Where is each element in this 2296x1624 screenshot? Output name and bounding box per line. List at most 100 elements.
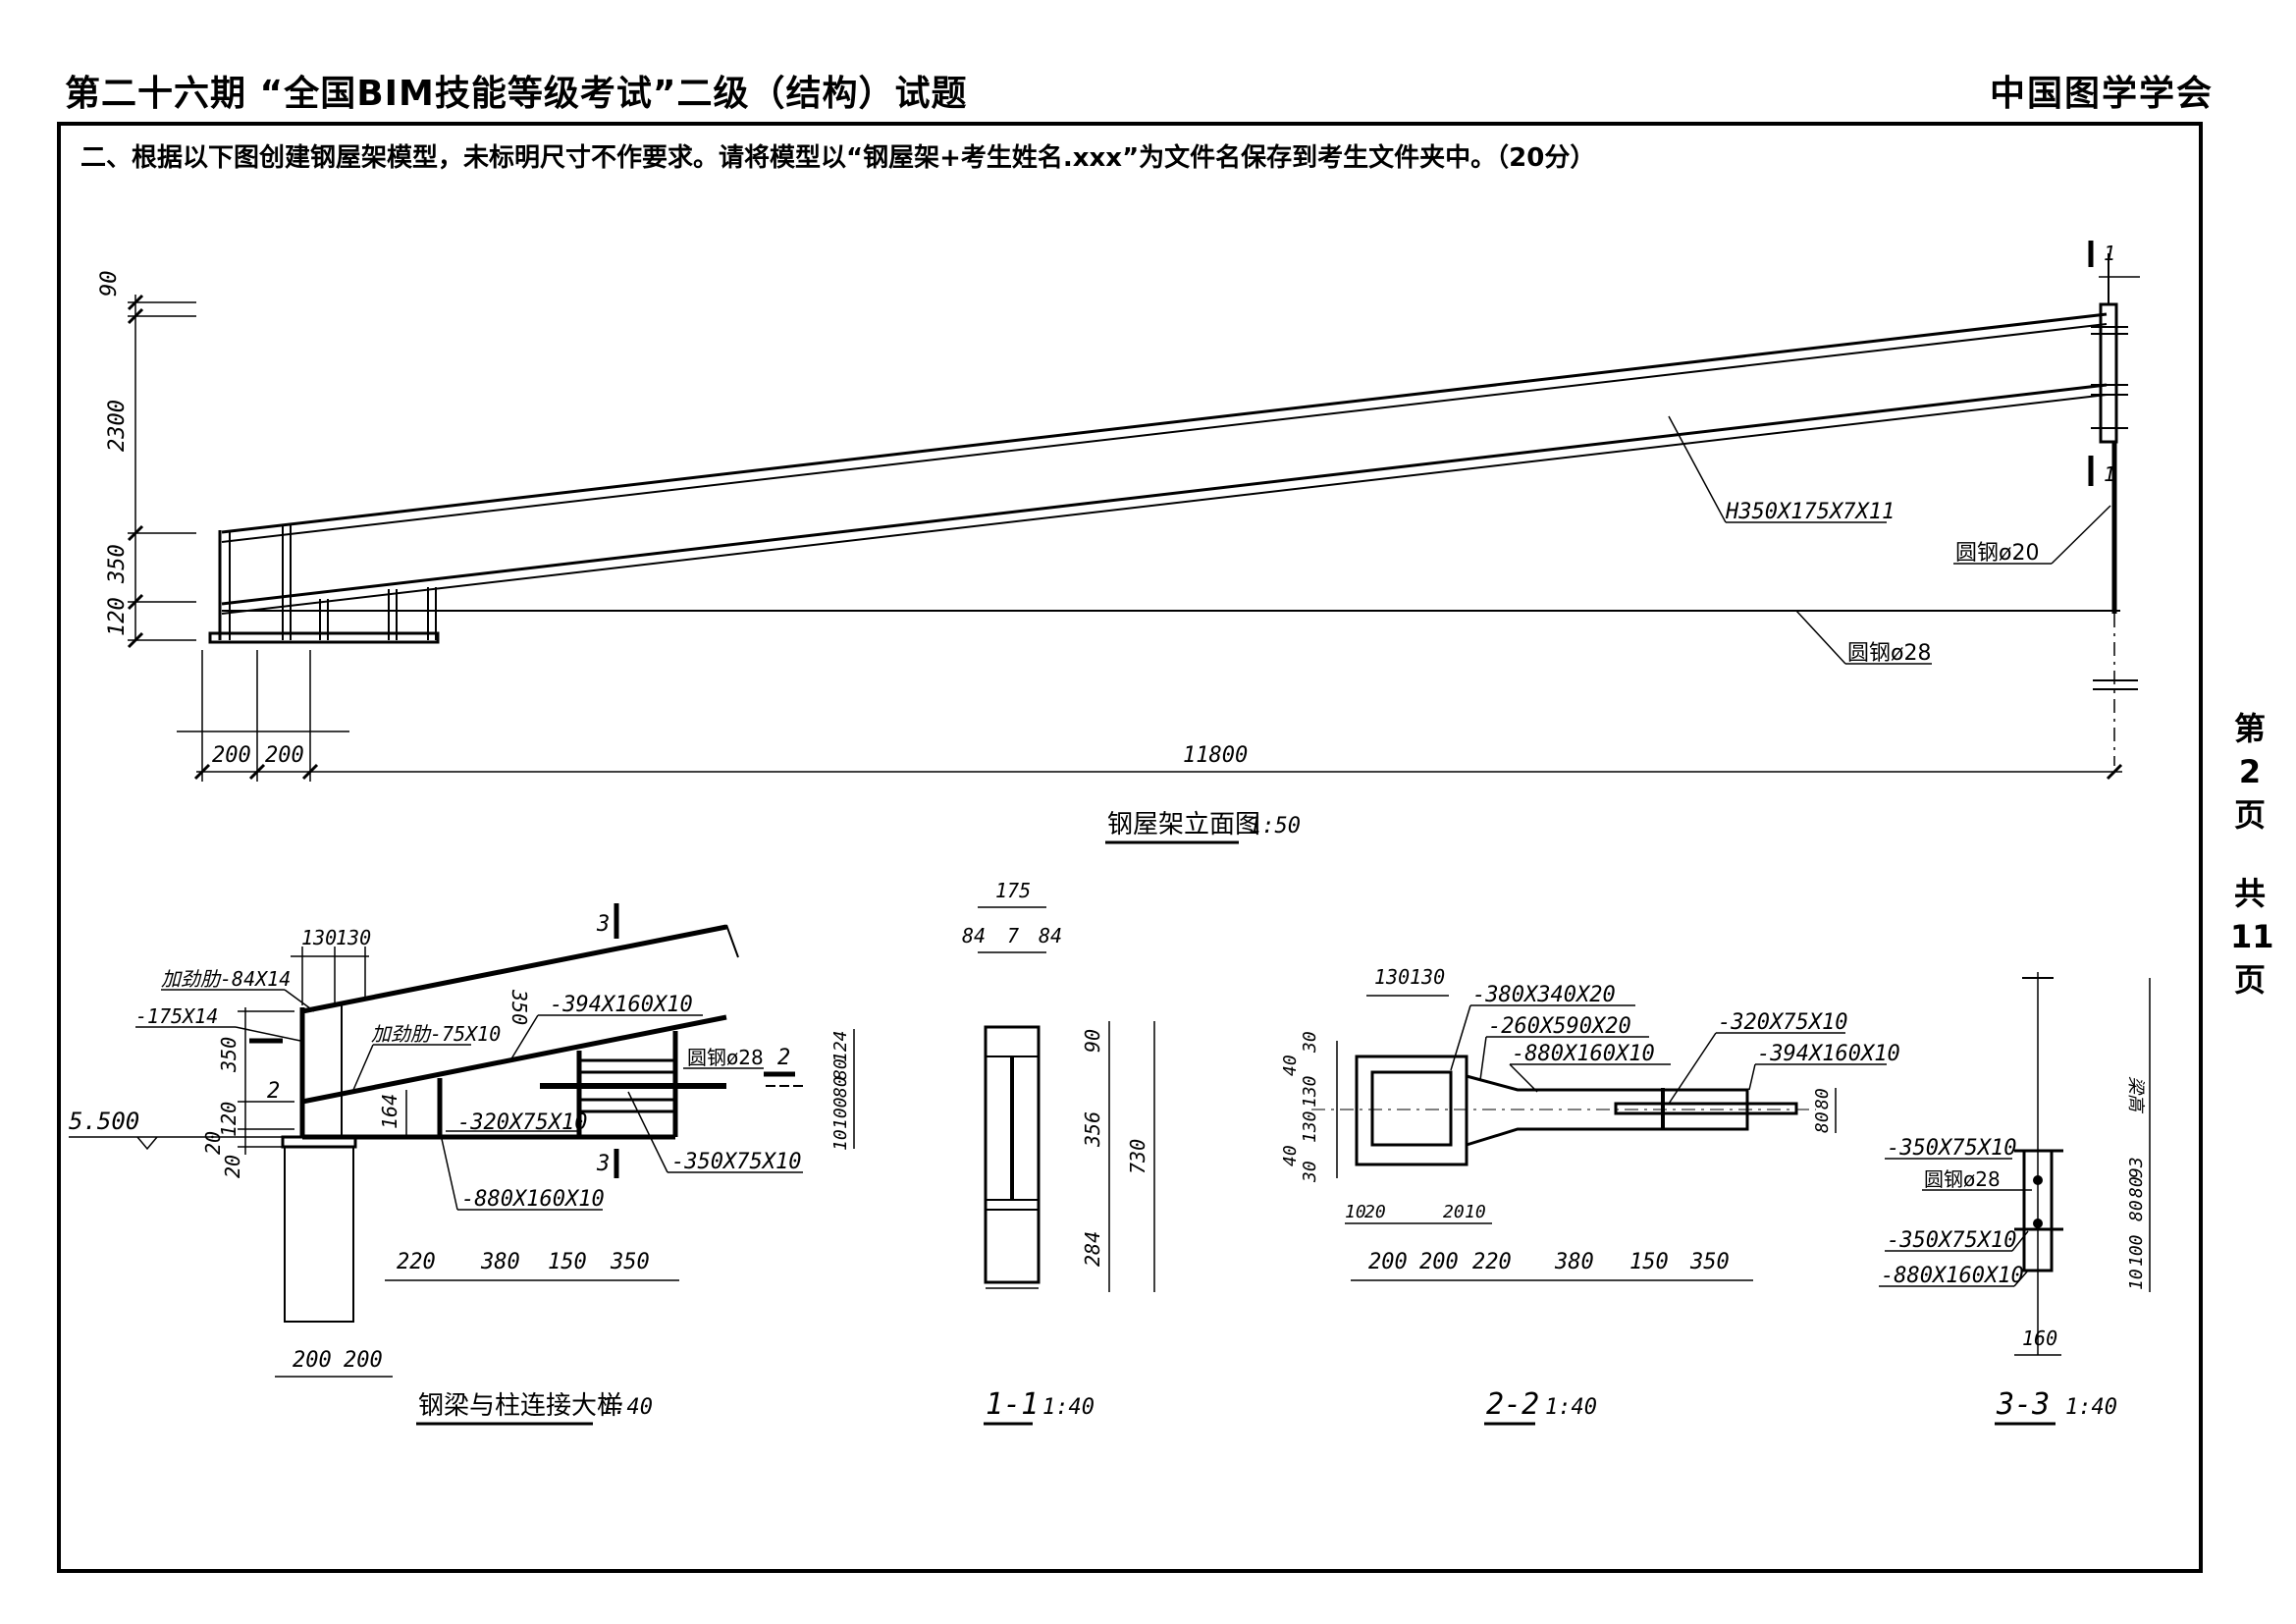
elevation-marker	[136, 1136, 158, 1151]
leader-line	[2051, 505, 2111, 565]
rod28-circle	[2033, 1218, 2043, 1228]
plate380-label: -380X340X20	[1472, 983, 1616, 1007]
dim-text: 120	[105, 597, 130, 636]
h-beam-label: H350X175X7X11	[1725, 500, 1895, 524]
leader-line	[1450, 1004, 1471, 1071]
leader-line	[2011, 1230, 2029, 1252]
rod28-label: 圆钢ø28	[1924, 1167, 2001, 1191]
dim-tick	[127, 294, 144, 311]
sec33-caption: 3-3	[1996, 1387, 2050, 1422]
dim-text: 130	[1300, 1110, 1320, 1143]
dim-tick	[127, 307, 144, 325]
dim-text: 80	[1812, 1088, 1833, 1110]
detail-scale: 1:40	[601, 1395, 653, 1420]
bottom-chord-lower	[221, 394, 2108, 615]
dim-text: 380	[480, 1250, 520, 1274]
sec11-scale: 1:40	[1042, 1395, 1095, 1420]
dim-text: 130	[1300, 1075, 1320, 1108]
top-flange	[301, 924, 727, 1014]
dim-text: 80	[830, 1058, 851, 1080]
dim-text: 20	[221, 1155, 244, 1178]
dim-text: 200	[265, 743, 304, 768]
page-info-char: 第	[2233, 710, 2266, 747]
dim-text: 350	[105, 544, 130, 584]
leader-line	[352, 1044, 374, 1091]
bottom-flange	[301, 1014, 727, 1105]
dim-tick	[193, 763, 211, 781]
dim-text: 200	[1368, 1250, 1408, 1274]
dim-tick	[248, 763, 266, 781]
dim-tick	[301, 763, 319, 781]
dim-text: 350	[217, 1037, 240, 1073]
dim-text: 84	[1039, 924, 1062, 947]
plate320-label: -320X75X10	[1718, 1010, 1847, 1035]
dim-tick	[2106, 763, 2123, 781]
section-mark-label: 3	[596, 912, 610, 937]
dim-text: 284	[1081, 1231, 1104, 1267]
top-chord-lower	[221, 323, 2108, 543]
dim-text: 10	[830, 1129, 851, 1151]
column-body	[284, 1146, 354, 1323]
stiffener75-label: 加劲肋-75X10	[371, 1022, 501, 1046]
dim-text: 80	[830, 1076, 851, 1098]
dim-text: 40	[1280, 1055, 1301, 1076]
section-mark-label: 2	[267, 1079, 280, 1104]
dim-text: 130	[336, 926, 371, 949]
page-info: 第 2 页 共 11 页	[2230, 707, 2274, 1001]
section-3-3: 梁高 93 80 80 100 10 -350X75X10 圆钢ø28 -350…	[1879, 972, 2151, 1426]
dim-text: 80	[2126, 1200, 2147, 1221]
plate350b-label: -350X75X10	[1887, 1228, 2016, 1253]
dim-text: 80	[2126, 1176, 2147, 1198]
section-mark-label: 2	[777, 1046, 790, 1070]
plate260-label: -260X590X20	[1488, 1014, 1631, 1039]
dim-text: 200	[1419, 1250, 1459, 1274]
section-mark-1-label: 1	[2104, 462, 2115, 486]
plate880-label: -880X160X10	[1512, 1042, 1655, 1066]
dim-text: 350	[610, 1250, 650, 1274]
dim-text: 120	[217, 1102, 240, 1137]
dim-text: 84	[962, 924, 986, 947]
section-1-1: 175 84 7 84 90 356 284 730 1-1 1:40	[962, 879, 1155, 1426]
dim-text: 10	[2126, 1269, 2147, 1290]
title-right: 中国图学学会	[1989, 74, 2214, 114]
dim-text: 100	[2126, 1234, 2147, 1267]
base-plate	[208, 631, 440, 644]
leader-line	[1795, 610, 1846, 665]
dim-text: 7	[1007, 924, 1019, 947]
leader-line	[2013, 1270, 2029, 1287]
inner-plate	[1370, 1070, 1453, 1147]
dim-text: 350	[507, 989, 531, 1025]
leader-line	[509, 1014, 539, 1061]
dim-text: 150	[548, 1250, 587, 1274]
plate350a-label: -350X75X10	[1887, 1136, 2016, 1161]
dim-text: 130	[301, 926, 337, 949]
dim-text: 30	[1300, 1161, 1320, 1183]
dim-text: 130	[1374, 965, 1410, 989]
leader-line	[1668, 415, 1727, 523]
leader-line	[1668, 1032, 1717, 1105]
dim-text: 11800	[1183, 743, 1248, 768]
page-info-char: 页	[2233, 796, 2266, 834]
plate394-label: -394X160X10	[550, 993, 693, 1017]
dim-text: 160	[2022, 1326, 2057, 1350]
dim-text: 150	[1629, 1250, 1669, 1274]
dim-text: 200	[293, 1348, 332, 1373]
question-text: 二、根据以下图创建钢屋架模型，未标明尺寸不作要求。请将模型以“钢屋架+考生姓名.…	[80, 143, 1596, 173]
sec22-scale: 1:40	[1545, 1395, 1597, 1420]
dim-text: 30	[1300, 1031, 1320, 1054]
page-info-char: 11	[2230, 918, 2274, 955]
dim-text: 164	[378, 1094, 401, 1129]
rod28-label: 圆钢ø28	[687, 1046, 764, 1069]
section-mark-label: 3	[596, 1152, 610, 1176]
plate175-label: -175X14	[135, 1004, 218, 1028]
dim-tick	[127, 524, 144, 542]
section-2-2: 130 130 -380X340X20 -260X590X20 -880X160…	[1280, 965, 1900, 1426]
rod28-label: 圆钢ø28	[1847, 641, 1931, 666]
plate394-label: -394X160X10	[1757, 1042, 1900, 1066]
dim-tick	[127, 593, 144, 611]
plate880-label: -880X160X10	[461, 1187, 605, 1212]
dim-text: 2300	[105, 400, 130, 452]
rod20-label: 圆钢ø20	[1955, 541, 2039, 566]
elevation-caption: 钢屋架立面图	[1107, 810, 1260, 839]
